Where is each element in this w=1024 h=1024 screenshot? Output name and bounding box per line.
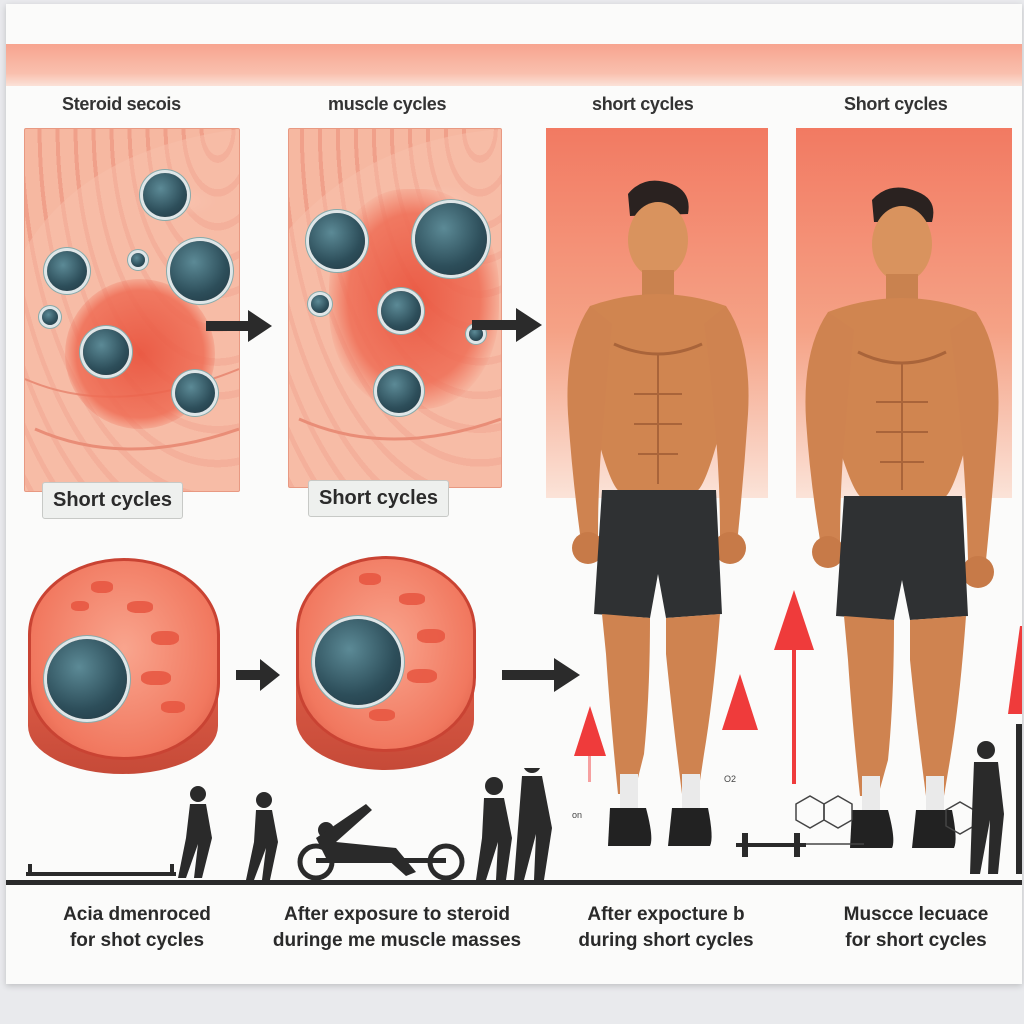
exercise-silhouettes bbox=[26, 768, 552, 881]
ground-line bbox=[6, 880, 1022, 885]
right-arrow-icon bbox=[236, 659, 280, 691]
panel-label-right: Short cycles bbox=[308, 480, 449, 517]
nucleus-1d bbox=[83, 329, 129, 375]
tissue-panel-1 bbox=[24, 128, 240, 492]
nucleus-2f bbox=[469, 327, 483, 341]
nucleus-2b bbox=[415, 203, 487, 275]
nucleus-1e bbox=[175, 373, 215, 413]
caption-col1: Acia dmenroced for shot cycles bbox=[63, 904, 211, 951]
up-arrow-icon bbox=[1008, 626, 1022, 714]
nucleus-2e bbox=[311, 295, 329, 313]
disc-nucleus-1 bbox=[47, 639, 127, 719]
person-silhouette-icon bbox=[970, 724, 1022, 874]
fiber bbox=[151, 631, 179, 645]
up-arrow-icon bbox=[722, 674, 758, 730]
caption-col4: Muscce lecuace for short cycles bbox=[843, 904, 989, 951]
nucleus-2d bbox=[377, 369, 421, 413]
fiber bbox=[127, 601, 153, 613]
header-band bbox=[6, 44, 1022, 86]
fiber bbox=[407, 669, 437, 683]
title-short-cycles-4: Short cycles bbox=[844, 94, 948, 114]
nucleus-1g bbox=[131, 253, 145, 267]
muscle-disc-1 bbox=[28, 558, 220, 760]
barbell-icon bbox=[736, 833, 806, 857]
right-arrow-icon bbox=[472, 308, 542, 342]
fiber bbox=[417, 629, 445, 643]
up-arrow-icon bbox=[574, 706, 606, 782]
title-short-cycles-3: short cycles bbox=[592, 94, 694, 114]
panel-label-left: Short cycles bbox=[42, 482, 183, 519]
fiber bbox=[369, 709, 395, 721]
nucleus-1a bbox=[143, 173, 187, 217]
athlete-figure-2 bbox=[805, 187, 999, 848]
muscle-disc-2 bbox=[296, 556, 476, 752]
fiber bbox=[91, 581, 113, 593]
fiber bbox=[399, 593, 425, 605]
tissue-panel-2 bbox=[288, 128, 502, 488]
chem-label-o2: O2 bbox=[724, 774, 737, 784]
title-steroid-secois: Steroid secois bbox=[62, 94, 181, 114]
fiber bbox=[161, 701, 185, 713]
title-muscle-cycles: muscle cycles bbox=[328, 94, 447, 114]
nucleus-2a bbox=[309, 213, 365, 269]
disc-nucleus-2 bbox=[315, 619, 401, 705]
nucleus-1b bbox=[47, 251, 87, 291]
athlete-figure-1 bbox=[567, 180, 749, 846]
caption-col2: After exposure to steroid duringe me mus… bbox=[272, 904, 522, 951]
right-arrow-icon bbox=[206, 310, 272, 342]
chem-label-on: on bbox=[572, 810, 583, 820]
nucleus-1f bbox=[42, 309, 58, 325]
fiber bbox=[71, 601, 89, 611]
right-arrow-icon bbox=[502, 658, 580, 692]
up-arrow-icon bbox=[774, 590, 814, 784]
caption-col3: After expocture b during short cycles bbox=[578, 904, 754, 951]
nucleus-1c bbox=[170, 241, 230, 301]
nucleus-2c bbox=[381, 291, 421, 331]
infographic-poster: Steroid secois muscle cycles short cycle… bbox=[6, 4, 1022, 984]
fiber bbox=[141, 671, 171, 685]
fiber bbox=[359, 573, 381, 585]
